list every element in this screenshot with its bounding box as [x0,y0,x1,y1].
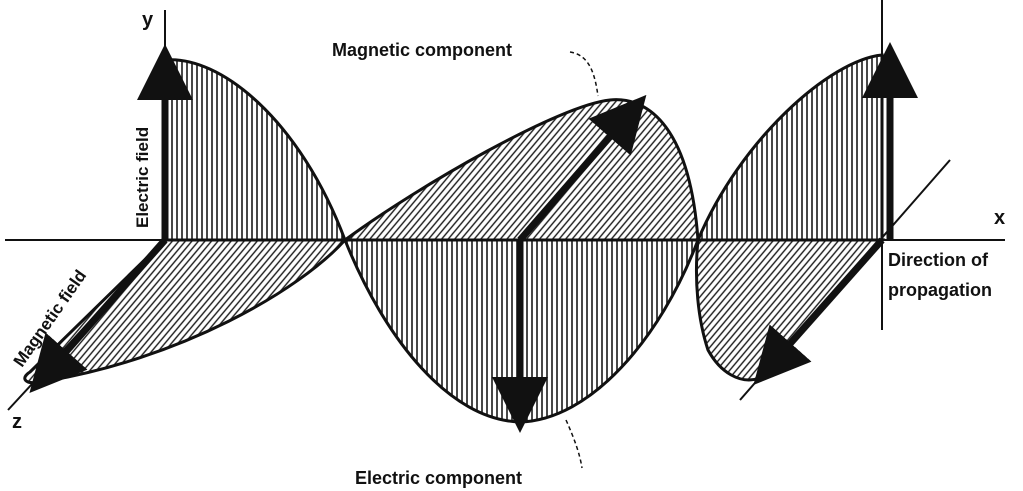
electric-component-leader [565,419,583,469]
direction-label-line1: Direction of [888,250,989,270]
magnetic-component-label: Magnetic component [332,40,512,60]
electric-field-label: Electric field [133,127,152,228]
direction-label-line2: propagation [888,280,992,300]
y-axis-label: y [142,9,154,31]
magnetic-vector-3 [753,237,885,385]
magnetic-lobe-3 [694,238,886,382]
z-axis-label: z [12,411,22,433]
magnetic-component-leader [569,51,599,97]
electric-component-label: Electric component [355,468,522,488]
magnetic-vector-1 [29,237,168,393]
electric-lobe-1 [163,58,348,242]
magnetic-lobe-1 [23,238,349,385]
magnetic-vector-2 [517,94,647,243]
x-axis-label: x [994,207,1005,229]
electric-lobe-3 [695,53,884,242]
magnetic-lobe-2 [340,98,700,242]
